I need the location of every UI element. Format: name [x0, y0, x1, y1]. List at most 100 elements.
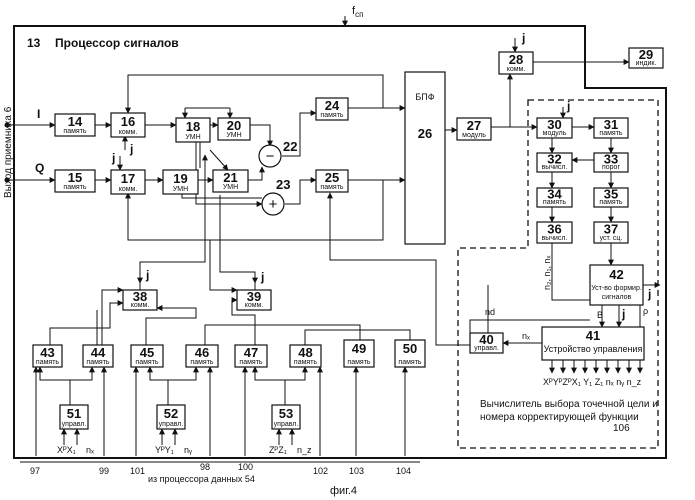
- block-number: 14: [68, 114, 83, 129]
- adder-23: + 23: [262, 177, 290, 215]
- block-29: 29индик.: [629, 47, 663, 68]
- block-label: память: [63, 184, 86, 191]
- block-number: 52: [164, 406, 178, 421]
- terminal-98: 98: [200, 462, 210, 472]
- block-label: комм.: [245, 302, 264, 309]
- block-label: порог: [602, 164, 620, 171]
- block-25: 25память: [316, 170, 348, 192]
- block-43: 43память: [33, 345, 62, 367]
- block-16: 16комм.: [111, 113, 145, 137]
- block-number: 44: [91, 345, 106, 360]
- block-label: вычисл.: [542, 164, 568, 171]
- terminal-102: 102: [313, 466, 328, 476]
- block-35: 35память: [594, 186, 628, 207]
- terminal-97: 97: [30, 466, 40, 476]
- z-inputs-53: ZᴾZ₁: [269, 445, 287, 455]
- block-number: 45: [140, 345, 154, 360]
- block-20: 20УМН: [218, 118, 250, 140]
- block-52: 52управл.: [157, 405, 185, 429]
- block-label: Уст-во формир.: [591, 285, 642, 292]
- terminal-101: 101: [130, 466, 145, 476]
- block-label: уст. сц.: [600, 235, 623, 242]
- block-label: память: [599, 130, 622, 137]
- j-label-39: j: [260, 270, 264, 284]
- block-number: 46: [195, 345, 209, 360]
- terminal-100: 100: [238, 462, 253, 472]
- svg-text:22: 22: [283, 139, 297, 154]
- nz-input-53: n_z: [297, 445, 312, 455]
- block-label: комм.: [119, 186, 138, 193]
- block-number: 28: [509, 52, 523, 67]
- block-28: 28комм.: [499, 52, 533, 74]
- block-label: управл.: [274, 421, 299, 428]
- svg-text:−: −: [266, 148, 275, 165]
- block-label: УМН: [226, 132, 241, 139]
- block-label: индик.: [636, 60, 657, 67]
- block-number: 21: [223, 170, 237, 185]
- block-label: память: [239, 359, 262, 366]
- block-label: память: [320, 184, 343, 191]
- svg-text:+: +: [269, 196, 278, 213]
- block-number: 19: [173, 171, 187, 186]
- block-24: 24память: [316, 98, 348, 120]
- block-37: 37уст. сц.: [594, 222, 628, 243]
- calculator-caption-1: Вычислитель выбора точечной цели и: [480, 398, 658, 410]
- block-label: модуль: [462, 132, 486, 139]
- i-label: I: [37, 107, 40, 121]
- block-label: УМН: [173, 186, 188, 193]
- block-number: 50: [403, 341, 417, 356]
- fsp-label: fсп: [352, 5, 363, 19]
- block-41: 41Устройство управления: [542, 327, 644, 360]
- title-number: 13: [27, 36, 41, 50]
- block-number: 20: [227, 118, 241, 133]
- block-label: память: [347, 359, 370, 366]
- block-number: 43: [40, 345, 54, 360]
- block-label: БПФ: [415, 92, 434, 102]
- block-number: 17: [121, 171, 135, 186]
- block-label: память: [86, 359, 109, 366]
- nd-label: nd: [485, 307, 495, 317]
- block-21: 21УМН: [213, 170, 248, 192]
- ny-input-52: nᵧ: [184, 445, 192, 455]
- block-number: 24: [325, 98, 340, 113]
- subtractor-22: − 22: [259, 139, 297, 167]
- block-18: 18УМН: [176, 118, 210, 142]
- block-number: 25: [325, 170, 339, 185]
- block-26: БПФ 26: [405, 72, 445, 244]
- block-label: комм.: [131, 302, 150, 309]
- terminal-104: 104: [396, 466, 411, 476]
- block-label: память: [63, 128, 86, 135]
- j-label-28: j: [521, 31, 525, 45]
- from-data-processor: из процессора данных 54: [148, 474, 255, 484]
- block-36: 36вычисл.: [537, 222, 572, 243]
- block-number: 16: [121, 114, 135, 129]
- j-label-16: j: [129, 142, 133, 156]
- rho-label: ρ: [643, 306, 648, 316]
- calculator-caption-2: номера корректирующей функции: [480, 411, 639, 423]
- svg-text:23: 23: [276, 177, 290, 192]
- block-label: Устройство управления: [544, 344, 643, 354]
- j-label-17: j: [111, 151, 115, 165]
- block-32: 32вычисл.: [537, 151, 572, 172]
- j-label-42-out: j: [647, 287, 651, 301]
- j-label-38: j: [145, 268, 149, 282]
- block-17: 17комм.: [111, 170, 145, 194]
- block-label: память: [135, 359, 158, 366]
- block-number: 26: [418, 126, 432, 141]
- q-label: Q: [35, 161, 44, 175]
- calculator-number: 106: [613, 423, 630, 434]
- block-number: 15: [68, 170, 82, 185]
- j-label-30: j: [566, 99, 570, 113]
- block-51: 51управл.: [60, 405, 88, 429]
- block-14: 14память: [55, 114, 95, 136]
- block-34: 34память: [537, 186, 572, 207]
- block-49: 49память: [344, 340, 374, 367]
- figure-caption: фиг.4: [330, 485, 357, 497]
- y-inputs-52: YᴾY₁: [155, 445, 174, 455]
- block-label: вычисл.: [542, 235, 568, 242]
- block-42: 42Уст-во формир.сигналов: [590, 265, 643, 305]
- block-53: 53управл.: [272, 405, 300, 429]
- block-47: 47память: [235, 345, 267, 367]
